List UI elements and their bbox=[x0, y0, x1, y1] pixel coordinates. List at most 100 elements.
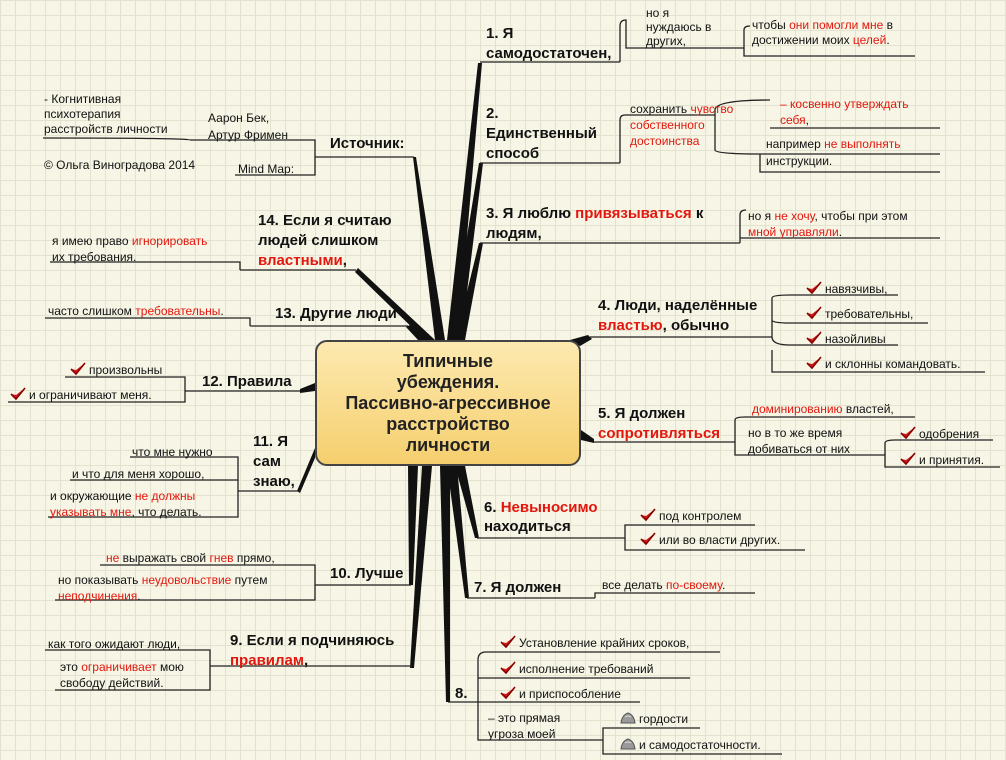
branch-5-sub-2-line2: добиваться от них bbox=[748, 442, 851, 456]
branch-8-label[interactable]: 8. bbox=[455, 684, 468, 703]
branch-11-sub-1[interactable]: что мне нужно bbox=[132, 445, 213, 460]
branch-5-sub-1-end: властей, bbox=[842, 402, 894, 416]
branch-11-sub-2[interactable]: и что для меня хорошо, bbox=[72, 467, 204, 482]
branch-5-item-1[interactable]: одобрения bbox=[900, 426, 979, 442]
branch-1-detail[interactable]: чтобы они помогли мне в достижении моих … bbox=[752, 18, 893, 48]
trunk-3 bbox=[455, 243, 483, 340]
branch-7-sub-red: по-своему bbox=[666, 578, 722, 592]
central-topic[interactable]: Типичные убеждения. Пассивно-агрессивное… bbox=[315, 340, 581, 466]
branch-8-sub[interactable]: – это прямая угроза моей bbox=[488, 710, 560, 742]
branch-2-sub-red2: собственного bbox=[630, 118, 705, 132]
branch-4-label[interactable]: 4. Люди, наделённые властью, обычно bbox=[598, 296, 757, 336]
stone-icon bbox=[620, 712, 636, 724]
branch-11-sub-3-red2: указывать мне bbox=[50, 505, 132, 519]
source-authors[interactable]: Аарон Бек, Артур Фримен bbox=[208, 110, 288, 144]
branch-4-item-3[interactable]: назойливы bbox=[806, 331, 886, 347]
branch-8-stone-1[interactable]: гордости bbox=[620, 712, 688, 727]
branch-13-sub[interactable]: часто слишком требовательны. bbox=[48, 304, 224, 319]
branch-5-sub-1-red: доминированию bbox=[752, 402, 843, 416]
trunk-5 bbox=[581, 430, 594, 443]
branch-3-label-b: людям, bbox=[486, 225, 542, 242]
source-copyright[interactable]: © Ольга Виноградова 2014 bbox=[44, 158, 195, 173]
branch-6-label-b: находиться bbox=[484, 518, 571, 535]
branch-1-sub-line2: нуждаюсь в bbox=[646, 20, 712, 34]
branch-5-item-2[interactable]: и принятия. bbox=[900, 452, 984, 468]
branch-10-sub-2-red2: неподчинения bbox=[58, 589, 138, 603]
branch-1-sub[interactable]: но я нуждаюсь в других, bbox=[646, 6, 711, 48]
check-icon bbox=[640, 508, 656, 522]
branch-10-label-text: 10. Лучше bbox=[330, 565, 404, 582]
branch-7-sub[interactable]: все делать по-своему. bbox=[602, 578, 725, 593]
branch-4-item-3-text: назойливы bbox=[825, 332, 886, 346]
branch-2-detail-a[interactable]: – косвенно утверждать себя, bbox=[780, 96, 909, 128]
branch-6-label[interactable]: 6. Невыносимо находиться bbox=[484, 498, 598, 536]
branch-4-item-4-text: и склонны командовать. bbox=[825, 357, 961, 371]
source-mindmap[interactable]: Mind Map: bbox=[238, 162, 294, 177]
branch-7-label[interactable]: 7. Я должен bbox=[474, 578, 561, 597]
branch-2-sub-red1: чувство bbox=[690, 102, 734, 116]
branch-6-item-1[interactable]: под контролем bbox=[640, 508, 741, 524]
branch-7-sub-end: . bbox=[721, 578, 726, 592]
branch-8-item-2[interactable]: исполнение требований bbox=[500, 661, 653, 677]
branch-8-item-1-text: Установление крайних сроков, bbox=[519, 636, 690, 650]
branch-8-item-1[interactable]: Установление крайних сроков, bbox=[500, 635, 689, 651]
branch-9-sub-1[interactable]: как того ожидают люди, bbox=[48, 637, 180, 652]
branch-11-label[interactable]: 11. Я сам знаю, bbox=[253, 432, 295, 492]
branch-2-label[interactable]: 2. Единственный способ bbox=[486, 104, 597, 164]
source-author-2: Артур Фримен bbox=[208, 128, 288, 142]
check-icon bbox=[806, 281, 822, 295]
source-book[interactable]: - Когнитивная психотерапия расстройств л… bbox=[44, 92, 168, 137]
branch-3-sub[interactable]: но я не хочу, чтобы при этом мной управл… bbox=[748, 208, 908, 240]
branch-3-label[interactable]: 3. Я люблю привязываться к людям, bbox=[486, 204, 703, 244]
branch-2-detail-b-text: например bbox=[766, 137, 825, 151]
branch-10-sub-2-text: но показывать bbox=[58, 573, 142, 587]
branch-1-sub-line3: других, bbox=[646, 34, 686, 48]
source-label[interactable]: Источник: bbox=[330, 134, 405, 153]
branch-11-label-b: сам bbox=[253, 453, 281, 470]
trunk-2 bbox=[450, 163, 483, 340]
branch-5-label[interactable]: 5. Я должен сопротивляться bbox=[598, 404, 720, 444]
branch-6-item-2-text: или во власти других. bbox=[659, 533, 781, 547]
branch-2-sub[interactable]: сохранить чувство собственного достоинст… bbox=[630, 101, 733, 149]
branch-7-label-text: 7. Я должен bbox=[474, 579, 562, 596]
branch-12-item-1-text: произвольны bbox=[89, 363, 163, 377]
branch-5-sub-2[interactable]: но в то же время добиваться от них bbox=[748, 425, 850, 457]
branch-6-label-red: Невыносимо bbox=[500, 499, 598, 516]
branch-5-sub-1[interactable]: доминированию властей, bbox=[752, 402, 894, 417]
branch-11-sub-3[interactable]: и окружающие не должны указывать мне, чт… bbox=[50, 488, 202, 520]
branch-13-label[interactable]: 13. Другие люди bbox=[275, 304, 397, 323]
check-icon bbox=[500, 635, 516, 649]
branch-10-sub-2[interactable]: но показывать неудовольствие путем непод… bbox=[58, 572, 267, 604]
branch-7-sub-text: все делать bbox=[602, 578, 667, 592]
branch-6-item-2[interactable]: или во власти других. bbox=[640, 532, 780, 548]
branch-8-item-3[interactable]: и приспособление bbox=[500, 686, 621, 702]
branch-12-item-2[interactable]: и ограничивают меня. bbox=[10, 387, 152, 403]
branch-2-sub-text: сохранить bbox=[630, 102, 691, 116]
branch-12-label[interactable]: 12. Правила bbox=[202, 372, 292, 391]
branch-2-detail-b[interactable]: например не выполнять инструкции. bbox=[766, 136, 901, 170]
branch-3-sub-red: не хочу bbox=[774, 209, 815, 223]
branch-14-label[interactable]: 14. Если я считаю людей слишком властным… bbox=[258, 211, 392, 271]
check-icon bbox=[10, 387, 26, 401]
branch-14-sub[interactable]: я имею право игнорировать их требования. bbox=[52, 233, 207, 265]
branch-9-sub-2-end: мою bbox=[156, 660, 184, 674]
branch-9-sub-2-line2: свободу действий. bbox=[60, 676, 164, 690]
branch-8-stone-2[interactable]: и самодостаточности. bbox=[620, 738, 761, 753]
branch-10-label[interactable]: 10. Лучше bbox=[330, 564, 403, 583]
branch-2-label-a: 2. bbox=[486, 105, 499, 122]
branch-11-sub-1-text: что мне нужно bbox=[132, 445, 213, 459]
connector-lines bbox=[8, 19, 1000, 755]
branch-10-sub-1[interactable]: не выражать свой гнев прямо, bbox=[106, 551, 275, 566]
source-author-1: Аарон Бек, bbox=[208, 111, 270, 125]
branch-9-sub-2-red: ограничивает bbox=[81, 660, 157, 674]
branch-10-sub-1-end: прямо, bbox=[233, 551, 275, 565]
branch-9-sub-2[interactable]: это ограничивает мою свободу действий. bbox=[60, 659, 184, 691]
branch-4-item-4[interactable]: и склонны командовать. bbox=[806, 356, 960, 372]
branch-1-label[interactable]: 1. Я самодостаточен, bbox=[486, 24, 611, 64]
trunk-12 bbox=[300, 383, 315, 393]
branch-9-label-red: правилам bbox=[230, 652, 304, 669]
branch-4-item-2[interactable]: требовательны, bbox=[806, 306, 913, 322]
branch-12-item-1[interactable]: произвольны bbox=[70, 362, 162, 378]
branch-4-item-1[interactable]: навязчивы, bbox=[806, 281, 887, 297]
branch-9-label[interactable]: 9. Если я подчиняюсь правилам, bbox=[230, 631, 394, 671]
